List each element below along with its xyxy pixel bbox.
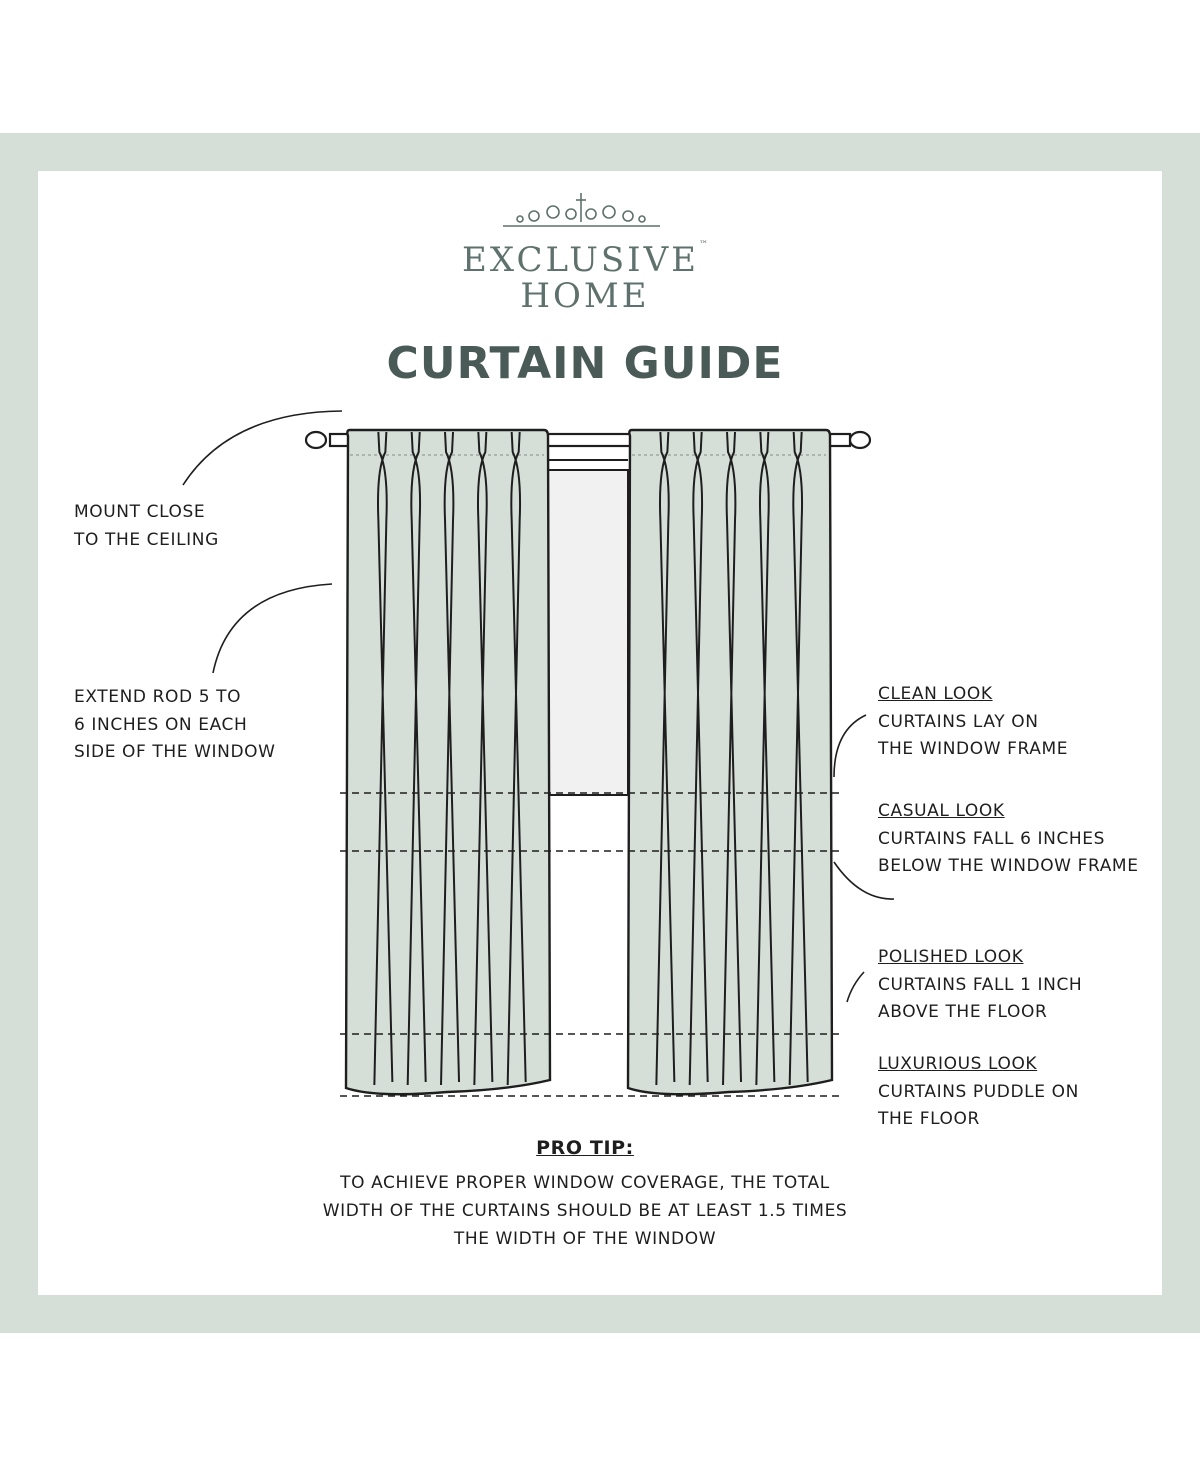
curtain-pleat: [755, 431, 776, 1086]
curtain-pleat: [406, 431, 427, 1086]
brand-name-line1: EXCLUSIVE™: [462, 240, 708, 280]
brand-name-line2: HOME: [520, 276, 650, 316]
curtain-pleat: [688, 431, 709, 1086]
pointer-lines: [182, 410, 895, 1003]
curtain-pleat: [373, 431, 394, 1086]
curtain-pleat: [473, 431, 494, 1086]
pro-tip-text: TO ACHIEVE PROPER WINDOW COVERAGE, THE T…: [322, 1173, 848, 1249]
curtain-pleat: [722, 431, 743, 1086]
page-title: CURTAIN GUIDE: [386, 338, 784, 389]
curtain-pleat: [440, 431, 461, 1086]
logo-ornament-icon: [503, 193, 660, 227]
pro-tip-heading: PRO TIP:: [536, 1137, 634, 1159]
curtain-pleat: [506, 431, 527, 1086]
curtain-pleat: [788, 431, 809, 1086]
curtain-pleat: [655, 431, 676, 1086]
window: [547, 469, 629, 796]
